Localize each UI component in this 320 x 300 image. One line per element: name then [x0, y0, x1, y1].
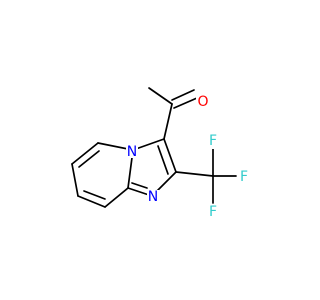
bond-carbonyl-ring [163, 103, 173, 140]
molecule-structure: O N N F F F [71, 87, 250, 220]
atom-label-layer: O N N F F F [126, 94, 250, 220]
bond-c5-c6 [71, 142, 99, 165]
bond-c8-c8a [104, 187, 129, 208]
oxygen-atom: O [196, 94, 209, 110]
bond-c6-c7 [71, 163, 79, 197]
bond-c3-n-bridge [132, 138, 165, 151]
bridgehead-nitrogen-atom: N [126, 144, 138, 160]
bond-c7-c8 [77, 195, 106, 208]
bond-n1-c8a-inner [131, 182, 148, 189]
imine-nitrogen-atom: N [147, 189, 159, 205]
fluorine-bottom-label: F [209, 204, 217, 220]
fluorine-right-atom: F [238, 169, 250, 185]
bond-c2-cf3 [175, 171, 214, 177]
fluorine-right-label: F [240, 169, 248, 185]
oxygen-label: O [197, 94, 208, 110]
bond-carbonyl-double-a [171, 89, 195, 101]
bridgehead-nitrogen-label: N [127, 144, 137, 160]
bond-c3-c2-inner [157, 145, 169, 175]
fluorine-top-atom: F [207, 133, 219, 149]
bond-c7-c8-inner [83, 190, 106, 200]
fluorine-bottom-atom: F [207, 204, 219, 220]
bond-methyl-carbonyl [148, 87, 173, 105]
imine-nitrogen-label: N [148, 189, 158, 205]
bond-c3-c2 [163, 138, 177, 173]
fluorine-top-label: F [209, 133, 217, 149]
bond-carbonyl-double-b [173, 97, 198, 109]
bond-c5-c6-inner [78, 150, 100, 168]
